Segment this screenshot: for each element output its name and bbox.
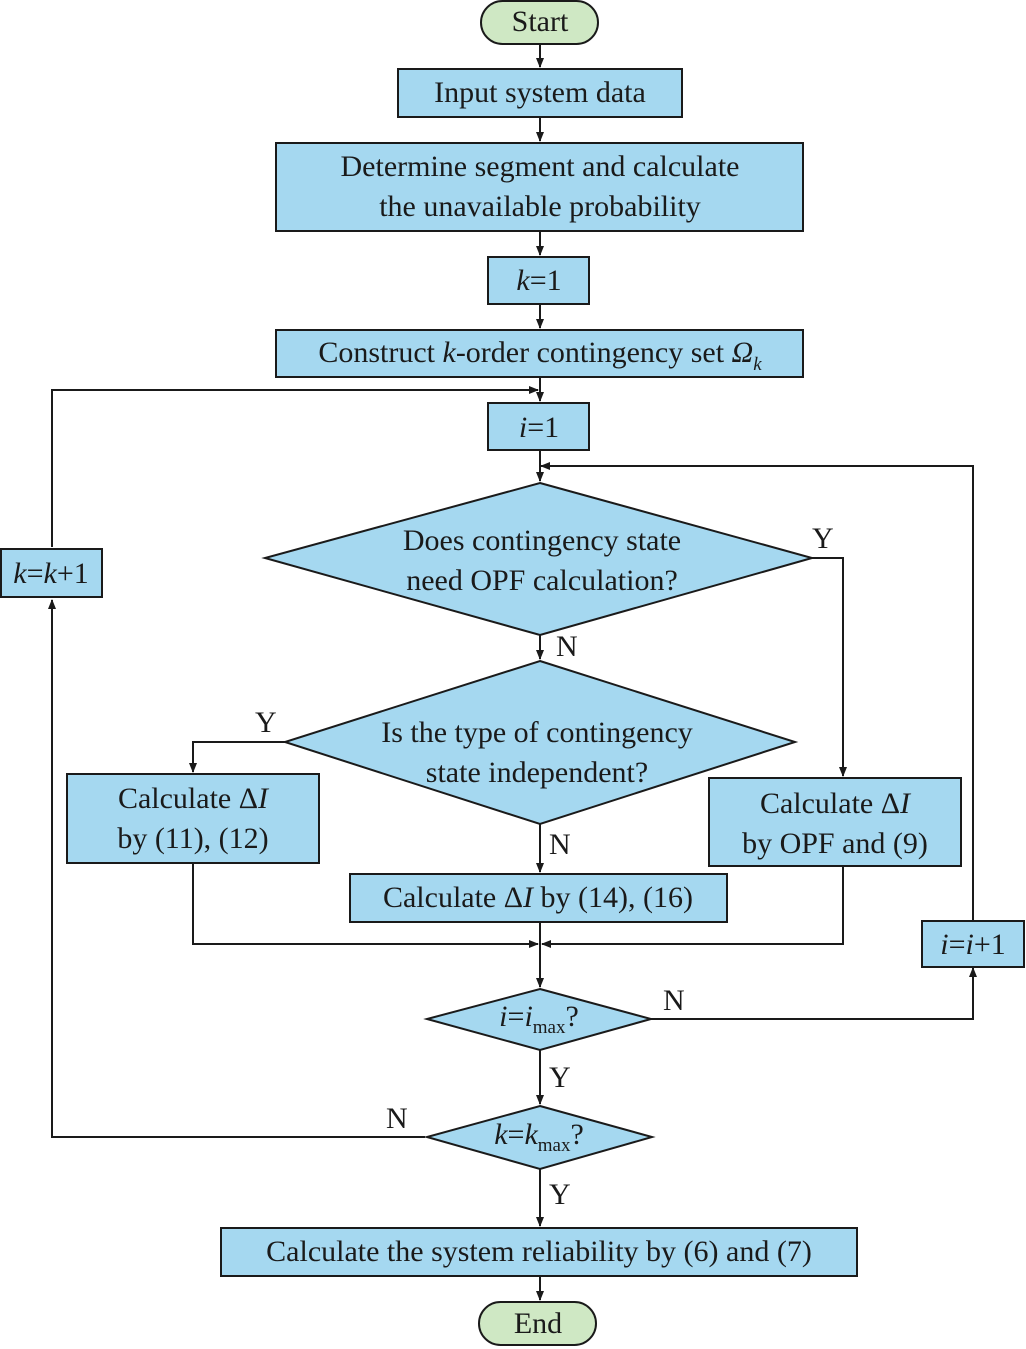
- arrow-iincr-loop: [540, 462, 974, 921]
- calc-mid-box: Calculate ΔI by (14), (16): [349, 873, 728, 923]
- k-increment-box: k=k+1: [0, 548, 103, 598]
- decision-opf-line-1: Does contingency state: [403, 524, 681, 557]
- input-box: Input system data: [397, 68, 683, 118]
- decision-opf-line-2: need OPF calculation?: [406, 564, 678, 597]
- reliability-label: Calculate the system reliability by (6) …: [266, 1235, 812, 1268]
- i-init-box: i=1: [487, 402, 590, 451]
- label-imax-no: N: [663, 984, 685, 1017]
- end-node: End: [478, 1301, 597, 1346]
- decision-kmax-label: k=kmax?: [494, 1118, 584, 1156]
- segment-line-1: Determine segment and calculate: [341, 150, 740, 183]
- decision-indep-line-1: Is the type of contingency: [381, 716, 693, 749]
- label-opf-yes: Y: [812, 522, 834, 555]
- decision-indep-line-2: state independent?: [426, 756, 648, 789]
- label-kmax-yes: Y: [549, 1178, 571, 1211]
- i-increment-label: i=i+1: [940, 928, 1006, 961]
- arrow-opf-yes: [812, 557, 847, 777]
- arrow-kincr-loop: [51, 386, 539, 547]
- segment-line-2: the unavailable probability: [379, 190, 701, 223]
- arrow-right-merge: [541, 866, 844, 948]
- calc-left-line-2: by (11), (12): [117, 822, 268, 855]
- calc-mid-label: Calculate ΔI by (14), (16): [383, 881, 693, 914]
- start-node: Start: [480, 0, 599, 45]
- k-increment-label: k=k+1: [13, 557, 89, 590]
- calc-left-box: Calculate ΔI by (11), (12): [66, 773, 320, 864]
- branch-labels: Y N Y N N Y N Y: [255, 522, 834, 1211]
- input-label: Input system data: [434, 76, 646, 109]
- label-indep-yes: Y: [255, 706, 277, 739]
- arrow-kmax-no: [48, 599, 425, 1138]
- arrow-imax-no: [651, 967, 977, 1020]
- calc-right-line-2: by OPF and (9): [742, 827, 928, 860]
- start-label: Start: [512, 5, 569, 38]
- segment-box: Determine segment and calculate the unav…: [275, 142, 804, 232]
- i-increment-box: i=i+1: [921, 920, 1025, 968]
- i-init-label: i=1: [519, 411, 559, 444]
- decision-kmax: k=kmax?: [423, 1104, 656, 1171]
- decision-independent: Is the type of contingency state indepen…: [281, 659, 799, 826]
- calc-right-box: Calculate ΔI by OPF and (9): [708, 777, 962, 867]
- decision-opf: Does contingency state need OPF calculat…: [261, 481, 816, 637]
- decision-imax-label: i=imax?: [499, 1000, 579, 1038]
- reliability-box: Calculate the system reliability by (6) …: [220, 1227, 858, 1277]
- label-indep-no: N: [549, 828, 571, 861]
- calc-left-line-1: Calculate ΔI: [118, 782, 270, 815]
- end-label: End: [514, 1307, 562, 1340]
- connectors: [48, 44, 977, 1301]
- k-init-label: k=1: [516, 264, 561, 297]
- k-init-box: k=1: [487, 256, 590, 305]
- label-imax-yes: Y: [549, 1061, 571, 1094]
- decision-imax: i=imax?: [423, 987, 655, 1052]
- label-kmax-no: N: [386, 1102, 408, 1135]
- construct-box: Construct k-order contingency set Ωk: [275, 329, 804, 378]
- arrow-left-merge: [192, 863, 539, 948]
- label-opf-no: N: [556, 630, 578, 663]
- construct-label: Construct k-order contingency set Ωk: [318, 336, 762, 375]
- arrow-indep-yes: [189, 741, 285, 773]
- calc-right-line-1: Calculate ΔI: [760, 787, 912, 820]
